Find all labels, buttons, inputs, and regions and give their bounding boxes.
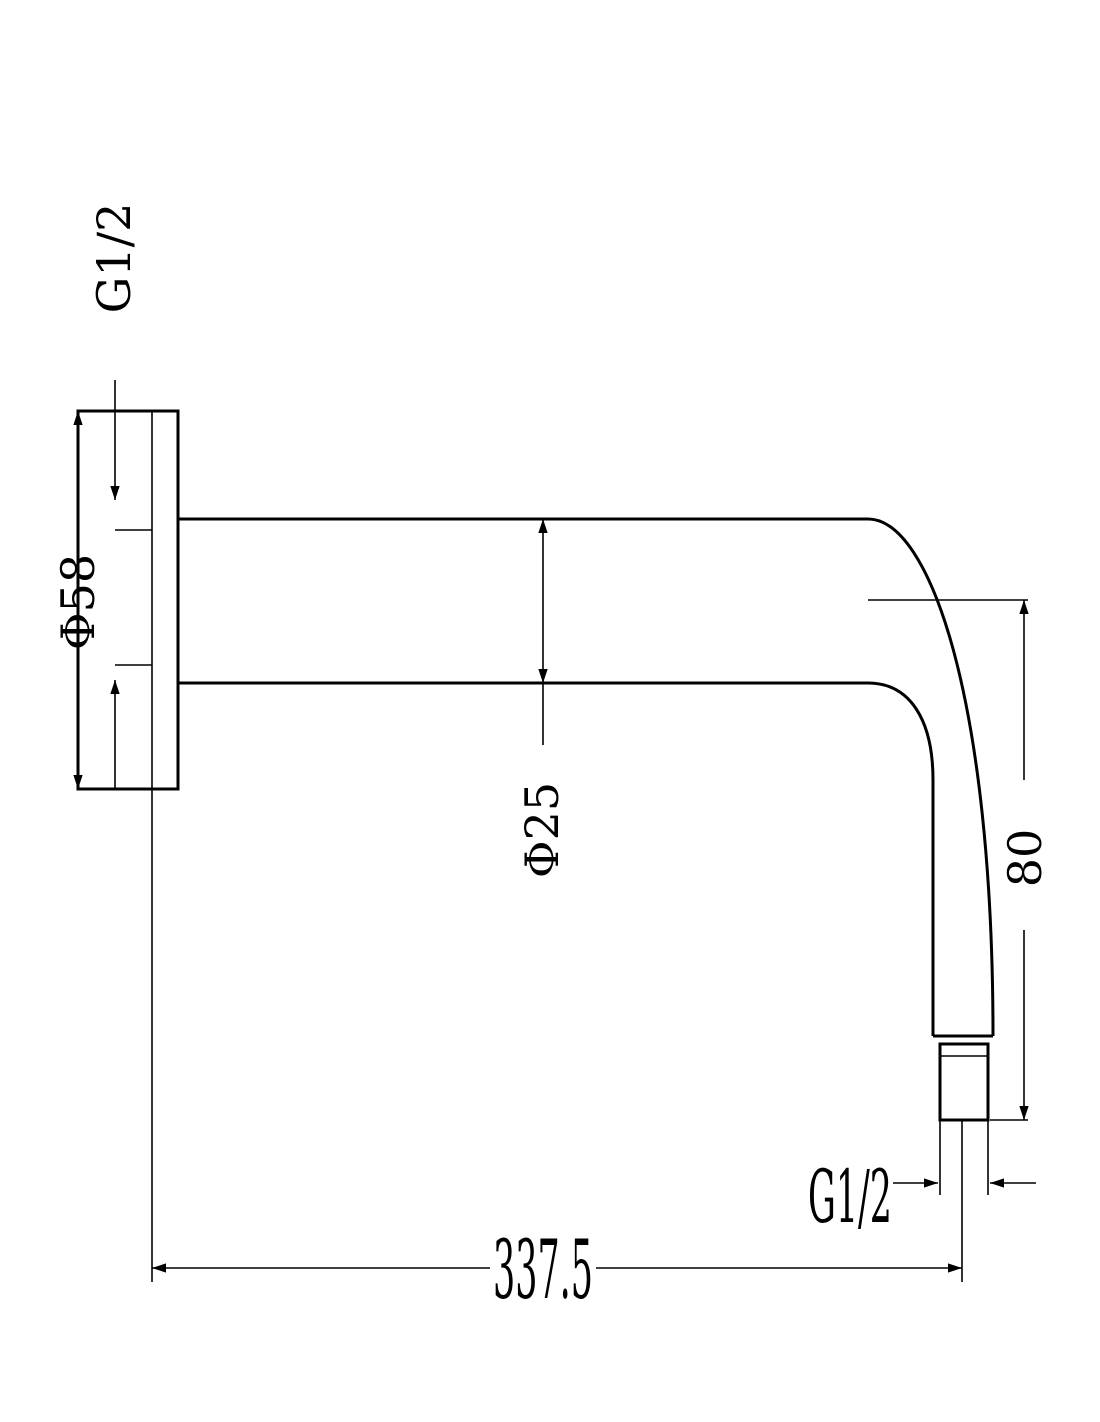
drop-height-dimension (868, 599, 1029, 1121)
thread-outlet-label: G1/2 (808, 1154, 892, 1239)
thread-outlet-dimension (893, 1120, 1036, 1195)
overall-length-label: 337.5 (493, 1223, 593, 1317)
drop-height-label: 80 (998, 829, 1052, 888)
outlet-nut (938, 1042, 990, 1122)
flange-diameter-label: Φ58 (51, 554, 105, 650)
thread-top-label: G1/2 (87, 203, 141, 314)
shower-arm (178, 517, 995, 1038)
arm-diameter-label: Φ25 (515, 782, 569, 878)
overall-length-dimension (151, 789, 963, 1282)
thread-top-dimension (110, 380, 152, 790)
